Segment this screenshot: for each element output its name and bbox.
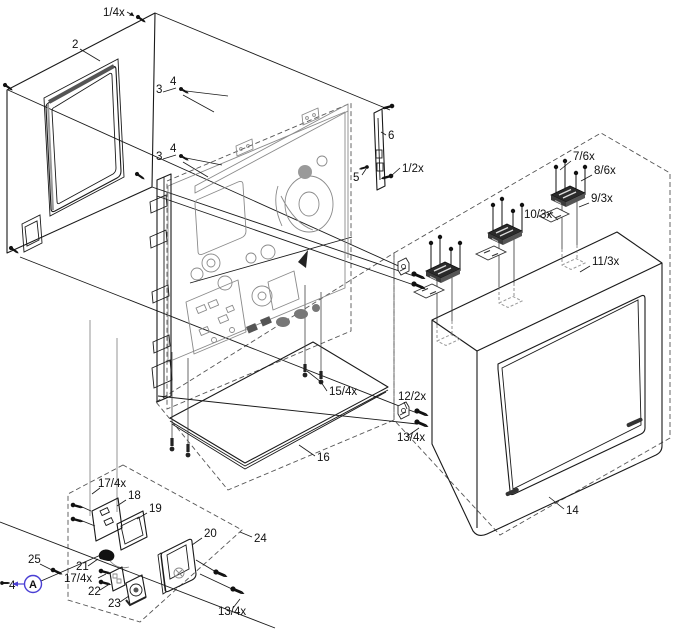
callout-clip12: 12/2x — [398, 391, 426, 403]
callout-screws13-bottom: 13/4x — [218, 606, 246, 618]
callout-screws17-bottom: 17/4x — [64, 573, 92, 585]
balloon-arrowhead — [12, 581, 18, 587]
callout-bezel20: 20 — [204, 528, 217, 540]
callout-box24: 24 — [254, 533, 267, 545]
balloon-letter: A — [29, 579, 37, 591]
callout-frame19: 19 — [149, 503, 162, 515]
printer-mechanism — [149, 103, 349, 403]
callout-screw4-detail: 4 — [9, 580, 16, 592]
monitor-mount-set-middle — [475, 196, 525, 309]
callout-leader-lines — [39, 48, 593, 609]
bracket-part6 — [358, 103, 395, 191]
front-panel-part2 — [6, 12, 156, 254]
callout-connector23: 23 — [108, 598, 121, 610]
callout-part22: 22 — [88, 586, 101, 598]
callout-screw3-top: 3 — [156, 84, 162, 96]
callout-washer4-top: 4 — [170, 76, 177, 88]
callout-bracket6: 6 — [388, 130, 394, 142]
balloon-circle — [23, 574, 43, 594]
callout-washer4-bottom: 4 — [170, 143, 177, 155]
callout-screw5: 5 — [353, 172, 359, 184]
callout-screws8: 8/6x — [594, 165, 616, 177]
callout-screws7: 7/6x — [573, 151, 595, 163]
bezel-assembly — [49, 497, 246, 607]
callout-screw3-bottom: 3 — [156, 151, 162, 163]
cable-clip-upper — [397, 257, 427, 292]
callout-screw25: 25 — [28, 554, 41, 566]
cable-clip-lower — [397, 401, 430, 430]
bottom-plate-part16 — [169, 341, 389, 470]
dashed-boundary-mechanism — [166, 102, 352, 410]
callout-monitor14: 14 — [566, 505, 579, 517]
callout-screws17-top: 17/4x — [98, 478, 126, 490]
callout-plate16: 16 — [317, 452, 330, 464]
dashed-boundary-bezel-assembly — [67, 464, 243, 623]
callout-screws15: 15/4x — [329, 386, 357, 398]
dashed-boundary-monitor — [393, 132, 671, 536]
callout-retainer9: 9/3x — [591, 193, 613, 205]
dashed-boundary-plate — [155, 252, 395, 491]
callout-qty-screws-front: 1/4x — [103, 7, 125, 19]
panel-screws-1 — [2, 11, 147, 256]
callout-qty-bracket-screws: 1/2x — [402, 163, 424, 175]
callout-front-panel: 2 — [72, 39, 78, 51]
monitor-mount-set-left — [413, 234, 463, 347]
plate-screws-15 — [169, 285, 324, 458]
callout-plate10: 10/3x — [524, 209, 552, 221]
monitor-part14 — [431, 231, 663, 537]
callout-labels: 1/4x 2 3 4 3 4 5 6 1/2x 7/6x 8/6x 9/3x 1… — [9, 7, 620, 618]
callout-pad11: 11/3x — [592, 256, 620, 268]
callout-spring21: 21 — [76, 561, 89, 573]
detail-balloon-a: A — [12, 574, 43, 594]
explosion-lines — [0, 12, 418, 629]
screws-3-4 — [162, 86, 229, 178]
callout-bracket18: 18 — [128, 490, 141, 502]
callout-screws13-right: 13/4x — [397, 432, 425, 444]
